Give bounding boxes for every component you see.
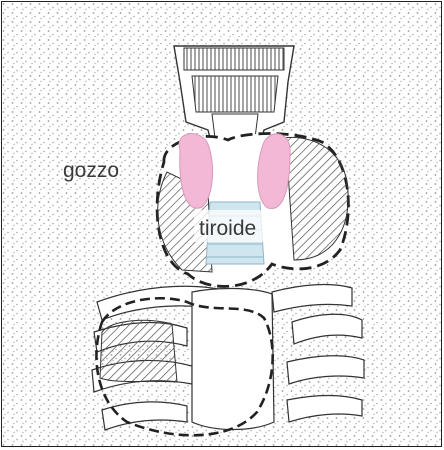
goiter-label: gozzo: [63, 159, 119, 182]
goiter-diagram: gozzo tiroide: [2, 2, 442, 447]
goiter-lower-hatched: [100, 320, 177, 382]
thyroid-label: tiroide: [199, 217, 256, 240]
